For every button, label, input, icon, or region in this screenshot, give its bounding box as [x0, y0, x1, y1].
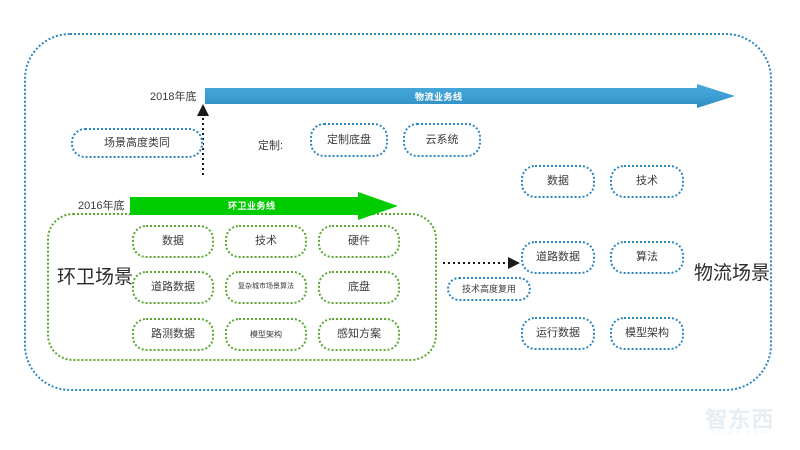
timeline-label-2016: 2016年底 — [78, 200, 125, 212]
watermark-brand: 智东西 — [705, 407, 775, 432]
custom-box-cloud: 云系统 — [403, 123, 481, 157]
logistics-cell-1-label: 技术 — [636, 175, 658, 188]
logistics-cell-4: 运行数据 — [521, 317, 595, 350]
sanitation-cell-0-label: 数据 — [162, 235, 184, 248]
sanitation-cell-7: 模型架构 — [225, 318, 307, 351]
logistics-scene-title: 物流场景 — [694, 263, 771, 284]
sanitation-business-line-arrow — [130, 192, 398, 220]
scene-similarity-note-label: 场景高度类同 — [104, 136, 170, 149]
sanitation-cell-8: 感知方案 — [318, 318, 400, 351]
watermark: 智东西 zhidx.com — [688, 402, 792, 444]
logistics-cell-5: 模型架构 — [610, 317, 684, 350]
logistics-cell-3-label: 算法 — [636, 251, 658, 264]
logistics-cell-0-label: 数据 — [547, 175, 569, 188]
scene-similarity-note: 场景高度类同 — [71, 128, 203, 158]
rightward-dotted-arrow — [443, 257, 520, 269]
sanitation-cell-2: 硬件 — [318, 225, 400, 258]
logistics-cell-3: 算法 — [610, 241, 684, 274]
sanitation-cell-3-label: 道路数据 — [151, 281, 195, 294]
watermark-url: zhidx.com — [710, 429, 770, 436]
logistics-cell-5-label: 模型架构 — [625, 327, 669, 340]
custom-prefix-label: 定制: — [258, 140, 284, 152]
sanitation-cell-6: 路测数据 — [132, 318, 214, 351]
sanitation-cell-8-label: 感知方案 — [337, 328, 381, 341]
outer-container-frame — [24, 33, 772, 391]
sanitation-cell-1: 技术 — [225, 225, 307, 258]
logistics-cell-2: 道路数据 — [521, 241, 595, 274]
sanitation-cell-4-label: 复杂城市场景算法 — [238, 283, 294, 291]
tech-reuse-note-label: 技术高度复用 — [461, 283, 516, 294]
logistics-cell-1: 技术 — [610, 165, 684, 198]
sanitation-cell-6-label: 路测数据 — [151, 328, 195, 341]
sanitation-cell-5: 底盘 — [318, 271, 400, 304]
sanitation-cell-5-label: 底盘 — [348, 281, 370, 294]
logistics-cell-0: 数据 — [521, 165, 595, 198]
sanitation-scene-title: 环卫场景 — [57, 267, 134, 288]
custom-box-chassis-label: 定制底盘 — [327, 133, 371, 146]
sanitation-cell-4: 复杂城市场景算法 — [225, 271, 307, 304]
sanitation-cell-0: 数据 — [132, 225, 214, 258]
sanitation-cell-1-label: 技术 — [255, 235, 277, 248]
sanitation-cell-7-label: 模型架构 — [250, 329, 282, 339]
sanitation-cell-2-label: 硬件 — [348, 235, 370, 248]
sanitation-cell-3: 道路数据 — [132, 271, 214, 304]
logistics-cell-4-label: 运行数据 — [536, 327, 580, 340]
tech-reuse-note: 技术高度复用 — [447, 277, 531, 301]
custom-box-chassis: 定制底盘 — [310, 123, 388, 157]
timeline-label-2018: 2018年底 — [150, 91, 197, 103]
logistics-cell-2-label: 道路数据 — [536, 251, 580, 264]
logistics-line-label: 物流业务线 — [415, 92, 463, 102]
upward-dotted-arrow — [197, 104, 209, 175]
sanitation-line-label: 环卫业务线 — [228, 201, 276, 211]
logistics-business-line-arrow — [205, 84, 735, 108]
custom-box-cloud-label: 云系统 — [425, 133, 459, 146]
